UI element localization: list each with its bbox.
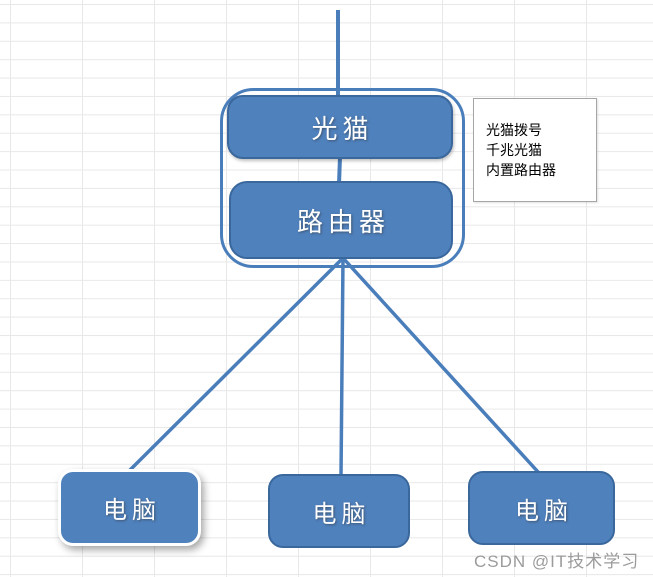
node-modem[interactable]: 光猫 xyxy=(227,95,453,159)
node-pc-right[interactable]: 电脑 xyxy=(468,471,615,545)
node-router-label: 路由器 xyxy=(296,207,390,237)
node-pc-left-label: 电脑 xyxy=(103,498,161,524)
watermark: CSDN @IT技术学习 xyxy=(474,552,640,571)
connector-router-to-pc-left[interactable] xyxy=(127,256,345,473)
node-pc-left[interactable]: 电脑 xyxy=(58,469,201,546)
node-pc-middle-label: 电脑 xyxy=(312,501,371,528)
annotation-box[interactable]: 光猫拨号 千兆光猫 内置路由器 xyxy=(473,98,597,202)
node-pc-middle[interactable]: 电脑 xyxy=(268,474,410,548)
annotation-line: 千兆光猫 xyxy=(486,144,542,159)
node-router[interactable]: 路由器 xyxy=(229,181,453,259)
annotation-line: 光猫拨号 xyxy=(486,124,542,139)
connector-modem-to-router[interactable] xyxy=(337,156,342,185)
annotation-line: 内置路由器 xyxy=(486,164,556,179)
node-modem-label: 光猫 xyxy=(311,114,374,144)
connector-router-to-pc-right[interactable] xyxy=(341,256,541,475)
node-pc-right-label: 电脑 xyxy=(515,498,573,525)
connector-router-to-pc-middle[interactable] xyxy=(339,257,345,477)
